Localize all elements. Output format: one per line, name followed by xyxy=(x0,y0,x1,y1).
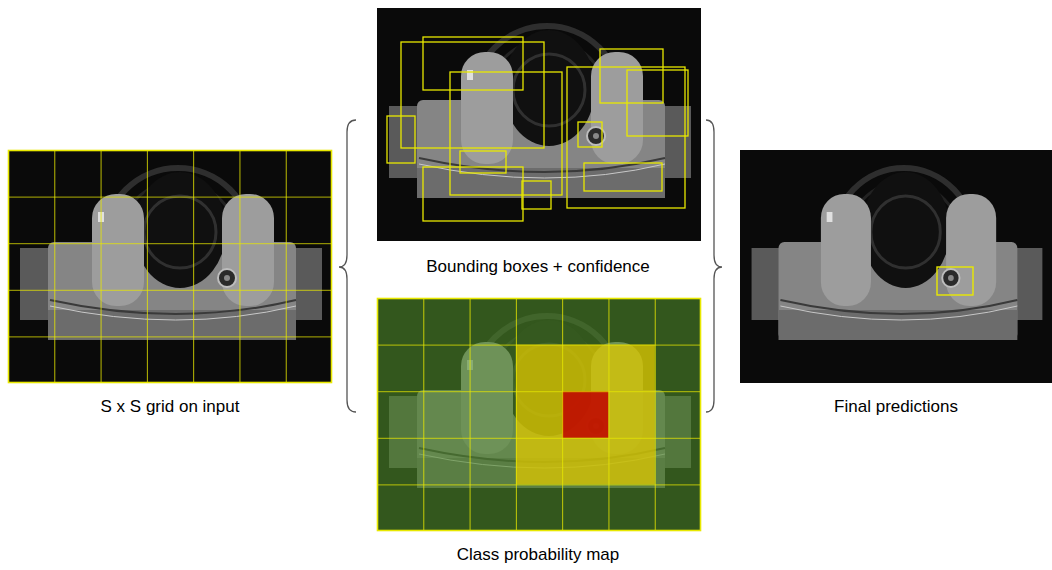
bbox-image xyxy=(377,8,701,241)
bounding-box xyxy=(450,72,562,195)
bounding-box xyxy=(423,167,523,221)
bounding-box xyxy=(567,67,685,208)
final-box xyxy=(937,267,973,295)
bounding-box xyxy=(578,122,602,147)
bounding-boxes xyxy=(387,37,688,221)
casting-photo xyxy=(8,150,332,383)
right-brace xyxy=(706,120,722,412)
class-map-image xyxy=(377,298,701,531)
bounding-box xyxy=(522,181,551,209)
casting-photo xyxy=(377,8,701,241)
bounding-box xyxy=(460,151,506,173)
left-brace xyxy=(339,120,356,412)
bounding-box xyxy=(584,163,662,191)
caption-label: S x S grid on input xyxy=(101,397,240,417)
caption-label: Bounding boxes + confidence xyxy=(426,257,650,277)
final-image xyxy=(740,150,1052,383)
grid-lines xyxy=(377,298,701,531)
caption-label: Final predictions xyxy=(834,397,958,417)
bounding-box xyxy=(423,37,523,90)
grid-border xyxy=(378,299,701,531)
grid-border xyxy=(9,151,332,383)
grid-input-image xyxy=(8,150,332,383)
bounding-box xyxy=(387,116,415,163)
caption-label: Class probability map xyxy=(457,545,620,565)
grid-lines xyxy=(8,150,332,383)
bounding-box xyxy=(627,70,688,136)
casting-photo xyxy=(377,298,701,531)
bounding-box xyxy=(600,49,663,103)
casting-photo xyxy=(740,150,1052,383)
class-overlay-green xyxy=(377,298,701,531)
